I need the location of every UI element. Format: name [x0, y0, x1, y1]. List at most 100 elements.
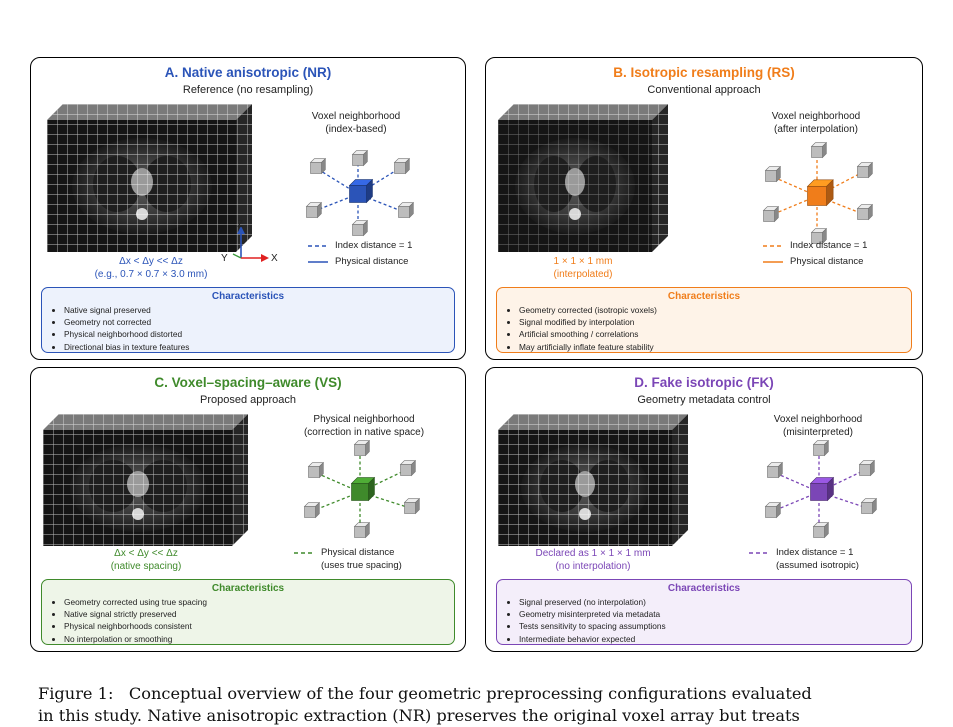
characteristic-item: Directional bias in texture features	[64, 341, 454, 353]
ct-voxel-volume-c	[43, 414, 248, 546]
characteristics-list: Native signal preservedGeometry not corr…	[42, 304, 454, 353]
neighbor-voxel	[303, 501, 321, 519]
panel-voxel-spacing-aware: C. Voxel–spacing–aware (VS) Proposed app…	[30, 367, 466, 652]
panel-d-characteristics: Characteristics Signal preserved (no int…	[496, 579, 912, 645]
legend-line-swatch	[763, 245, 783, 247]
neighbor-voxel	[305, 201, 323, 219]
caption-line2: in this study. Native anisotropic extrac…	[38, 706, 800, 725]
panel-b-characteristics: Characteristics Geometry corrected (isot…	[496, 287, 912, 353]
characteristics-title: Characteristics	[667, 583, 741, 594]
characteristic-item: Artificial smoothing / correlations	[519, 328, 911, 340]
nbhd-title-line2: (misinterpreted)	[782, 427, 854, 438]
neighbor-voxel	[812, 521, 830, 539]
panel-a-spacing: Δx < Δy << Δz (e.g., 0.7 × 0.7 × 3.0 mm)	[51, 255, 251, 281]
panel-c-spacing: Δx < Δy << Δz (native spacing)	[51, 547, 241, 573]
ct-voxel-volume-d	[498, 414, 688, 546]
spacing-line2: (e.g., 0.7 × 0.7 × 3.0 mm)	[94, 269, 208, 280]
neighbor-voxel	[764, 501, 782, 519]
caption-text-line1: Conceptual overview of the four geometri…	[128, 684, 812, 703]
characteristics-list: Signal preserved (no interpolation)Geome…	[497, 596, 911, 645]
characteristics-title: Characteristics	[667, 291, 741, 302]
characteristic-item: Signal preserved (no interpolation)	[519, 596, 911, 608]
characteristic-item: No interpolation or smoothing	[64, 633, 454, 645]
characteristic-item: Geometry corrected using true spacing	[64, 596, 454, 608]
neighbor-voxel	[858, 459, 876, 477]
panel-b-neighborhood-title: Voxel neighborhood (after interpolation)	[741, 110, 891, 136]
characteristics-list: Geometry corrected (isotropic voxels)Sig…	[497, 304, 911, 353]
panel-b-spacing: 1 × 1 × 1 mm (interpolated)	[498, 255, 668, 281]
legend-line-swatch	[294, 552, 314, 554]
spacing-line2: (native spacing)	[110, 561, 182, 572]
physical-neighborhood-diagram-c	[303, 440, 421, 539]
legend-label: Index distance = 1	[790, 240, 868, 251]
neighbor-voxel	[762, 205, 780, 223]
caption-label: Figure 1:	[38, 684, 114, 703]
characteristic-item: Geometry not corrected	[64, 316, 454, 328]
panel-a-characteristics: Characteristics Native signal preservedG…	[41, 287, 455, 353]
neighbor-voxel	[351, 219, 369, 237]
neighbor-voxel	[399, 459, 417, 477]
characteristics-list: Geometry corrected using true spacingNat…	[42, 596, 454, 645]
caption-line1: Figure 1: Conceptual overview of the fou…	[38, 683, 918, 705]
legend-label: Physical distance	[335, 256, 409, 267]
spacing-line1: Declared as 1 × 1 × 1 mm	[535, 548, 651, 559]
legend-entry-solid: Physical distance	[307, 255, 412, 268]
legend-line-swatch	[308, 245, 328, 247]
neighbor-voxel	[393, 157, 411, 175]
panel-isotropic-resampling: B. Isotropic resampling (RS) Conventiona…	[485, 57, 923, 360]
voxel-neighborhood-diagram-b	[762, 141, 874, 245]
characteristic-item: Native signal strictly preserved	[64, 608, 454, 620]
panel-d-title: D. Fake isotropic (FK)	[634, 375, 774, 390]
center-voxel	[806, 179, 834, 207]
nbhd-title-line2: (index-based)	[325, 124, 387, 135]
characteristic-item: Tests sensitivity to spacing assumptions	[519, 620, 911, 632]
characteristic-item: Physical neighborhood distorted	[64, 328, 454, 340]
nbhd-title-line1: Physical neighborhood	[313, 414, 415, 425]
legend-entry-dashed: Index distance = 1	[307, 239, 412, 252]
panel-d-legend: Index distance = 1 (assumed isotropic)	[748, 546, 859, 572]
spacing-line1: Δx < Δy << Δz	[119, 256, 183, 267]
panel-c-subtitle: Proposed approach	[199, 394, 296, 406]
figure-caption: Figure 1: Conceptual overview of the fou…	[38, 683, 918, 727]
neighbor-voxel	[764, 165, 782, 183]
legend-entry-dashed: Index distance = 1 (assumed isotropic)	[748, 546, 859, 572]
legend-label: Index distance = 1 (assumed isotropic)	[776, 547, 859, 571]
nbhd-title-line2: (after interpolation)	[774, 124, 858, 135]
axis-x-label: X	[271, 253, 278, 264]
neighbor-voxel	[860, 497, 878, 515]
neighbor-voxel	[856, 161, 874, 179]
characteristic-item: Native signal preserved	[64, 304, 454, 316]
nbhd-title-line2: (correction in native space)	[303, 427, 425, 438]
characteristics-title: Characteristics	[211, 291, 285, 302]
panel-native-anisotropic: A. Native anisotropic (NR) Reference (no…	[30, 57, 466, 360]
panel-a-subtitle: Reference (no resampling)	[182, 84, 314, 96]
nbhd-title-line1: Voxel neighborhood	[773, 414, 863, 425]
neighbor-voxel	[353, 521, 371, 539]
axes-icon: Z Y X	[221, 219, 278, 264]
neighbor-voxel	[351, 149, 369, 167]
center-voxel	[809, 476, 835, 502]
legend-label: Index distance = 1	[335, 240, 413, 251]
neighbor-voxel	[353, 440, 371, 457]
panel-b-title: B. Isotropic resampling (RS)	[613, 65, 795, 80]
spacing-line1: Δx < Δy << Δz	[114, 548, 178, 559]
ct-voxel-volume-a	[47, 104, 252, 252]
panel-c-title: C. Voxel–spacing–aware (VS)	[154, 375, 342, 390]
center-voxel	[350, 476, 376, 502]
panel-d-spacing: Declared as 1 × 1 × 1 mm (no interpolati…	[498, 547, 688, 573]
legend-label: Physical distance (uses true spacing)	[321, 547, 402, 571]
spacing-line1: 1 × 1 × 1 mm	[553, 256, 613, 267]
characteristic-item: Signal modified by interpolation	[519, 316, 911, 328]
spacing-line2: (interpolated)	[553, 269, 613, 280]
neighbor-voxel	[856, 203, 874, 221]
panel-c-neighborhood-title: Physical neighborhood (correction in nat…	[279, 413, 449, 439]
neighbor-voxel	[307, 461, 325, 479]
panel-d-subtitle: Geometry metadata control	[637, 394, 771, 406]
nbhd-title-line1: Voxel neighborhood	[311, 111, 401, 122]
legend-line-swatch	[308, 261, 328, 263]
legend-entry-dashed: Index distance = 1	[762, 239, 867, 252]
panel-c-legend: Physical distance (uses true spacing)	[293, 546, 402, 572]
legend-entry-dashed: Physical distance (uses true spacing)	[293, 546, 402, 572]
center-voxel	[348, 178, 374, 204]
